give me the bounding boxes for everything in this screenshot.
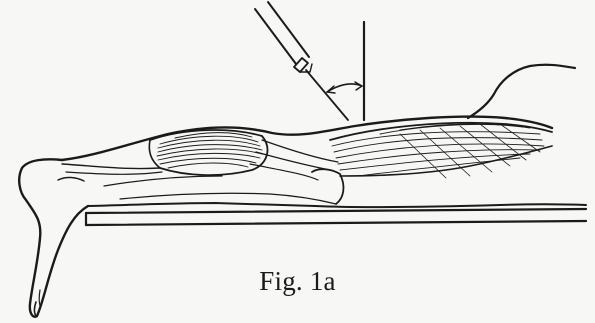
- calf-muscle: [62, 130, 267, 186]
- examination-table: [86, 209, 586, 225]
- thigh-muscles: [330, 123, 552, 178]
- angle-arc: [327, 82, 362, 93]
- figure-caption: Fig. 1a: [0, 266, 595, 297]
- syringe: [255, 2, 348, 120]
